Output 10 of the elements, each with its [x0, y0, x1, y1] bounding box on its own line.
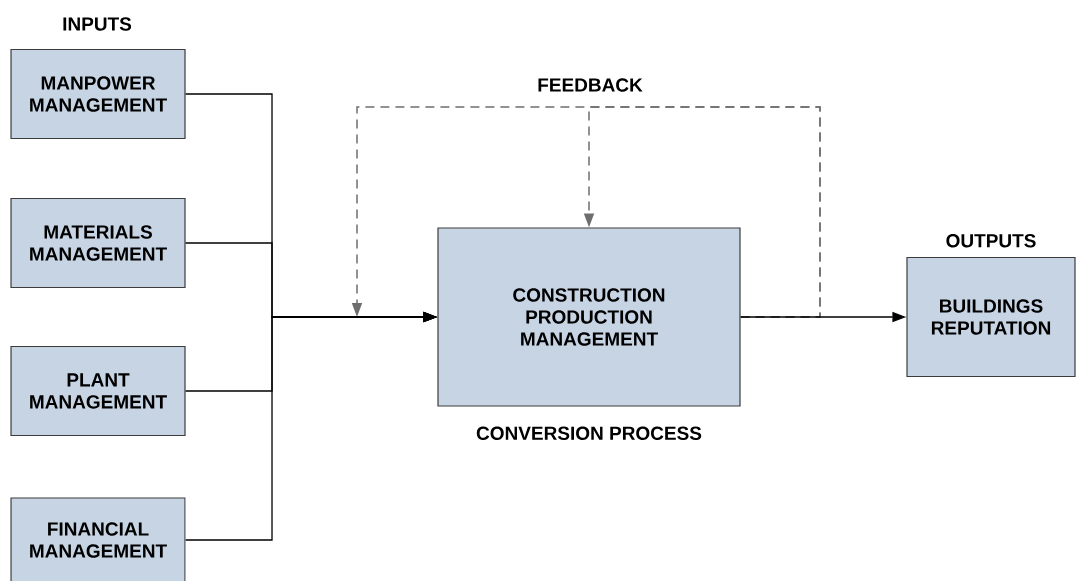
process-box: CONSTRUCTION PRODUCTION MANAGEMENT — [437, 227, 741, 407]
node-label: CONVERSION PROCESS — [476, 426, 702, 440]
process-box: MATERIALS MANAGEMENT — [10, 197, 186, 289]
heading: FEEDBACK — [538, 78, 643, 92]
process-box: BUILDINGS REPUTATION — [906, 256, 1076, 378]
heading: OUTPUTS — [946, 234, 1036, 248]
heading: INPUTS — [63, 17, 132, 31]
process-box: FINANCIAL MANAGEMENT — [10, 497, 186, 581]
process-box: MANPOWER MANAGEMENT — [10, 48, 186, 140]
process-box: PLANT MANAGEMENT — [10, 345, 186, 437]
